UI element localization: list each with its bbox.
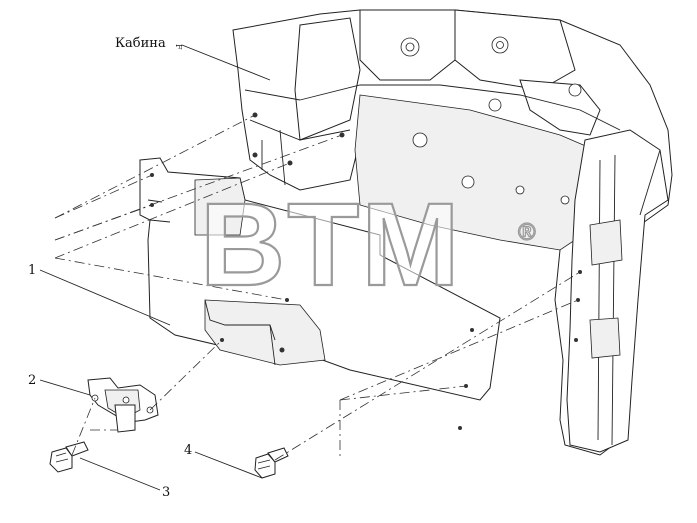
callout-3: 3 bbox=[162, 485, 170, 500]
cab-label-small-glyph: F bbox=[174, 44, 183, 50]
part-3-bolt bbox=[49, 441, 89, 473]
cab-label: Кабина bbox=[115, 36, 166, 51]
part-2-bracket bbox=[87, 377, 159, 433]
leader-lines bbox=[39, 44, 271, 491]
part-4-bolt bbox=[254, 447, 289, 479]
callout-2: 2 bbox=[28, 373, 36, 388]
alignment-lines bbox=[54, 114, 581, 461]
part-1-shield-panel bbox=[139, 157, 501, 401]
callout-1: 1 bbox=[28, 263, 36, 278]
cab-structure bbox=[232, 9, 673, 456]
watermark-registered-mark: ® bbox=[518, 219, 536, 246]
btm-watermark: BTM ® bbox=[199, 178, 537, 312]
callout-4: 4 bbox=[184, 443, 192, 458]
watermark-logo-text: BTM bbox=[200, 179, 462, 311]
